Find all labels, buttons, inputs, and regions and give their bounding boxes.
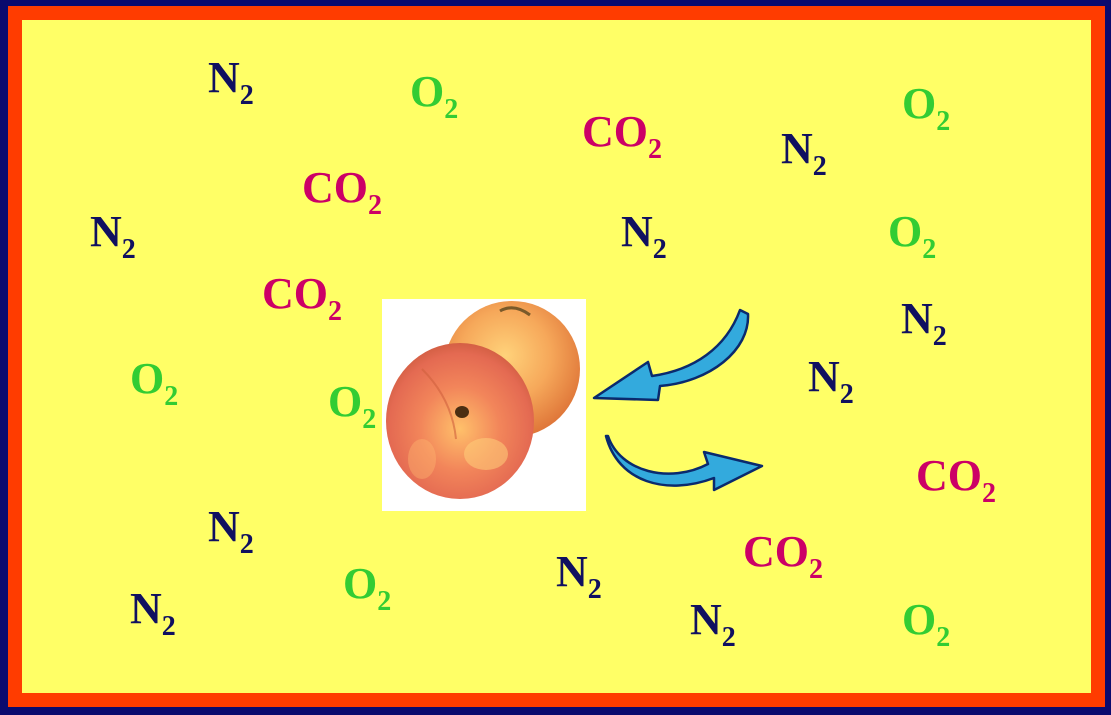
curved-arrow-in-icon — [592, 308, 750, 402]
molecule-co2: CO2 — [302, 163, 382, 221]
peach-fruit-icon — [386, 301, 580, 499]
gas-exchange-arrows — [592, 308, 764, 492]
molecule-n2: N2 — [901, 294, 947, 352]
molecule-co2: CO2 — [916, 451, 996, 509]
molecule-n2: N2 — [556, 547, 602, 605]
peach-fruit-image — [382, 299, 586, 511]
molecule-n2: N2 — [208, 502, 254, 560]
molecule-n2: N2 — [808, 352, 854, 410]
molecule-o2: O2 — [902, 79, 951, 137]
curved-arrow-out-icon — [604, 434, 764, 492]
molecule-co2: CO2 — [743, 527, 823, 585]
molecule-o2: O2 — [410, 67, 459, 125]
molecule-n2: N2 — [621, 207, 667, 265]
molecule-o2: O2 — [328, 377, 377, 435]
molecule-n2: N2 — [208, 53, 254, 111]
molecule-co2: CO2 — [582, 107, 662, 165]
molecule-n2: N2 — [90, 207, 136, 265]
molecule-o2: O2 — [888, 207, 937, 265]
molecule-o2: O2 — [902, 595, 951, 653]
molecule-co2: CO2 — [262, 269, 342, 327]
molecule-o2: O2 — [130, 354, 179, 412]
molecule-n2: N2 — [690, 595, 736, 653]
molecule-o2: O2 — [343, 559, 392, 617]
molecule-n2: N2 — [781, 124, 827, 182]
molecule-n2: N2 — [130, 584, 176, 642]
